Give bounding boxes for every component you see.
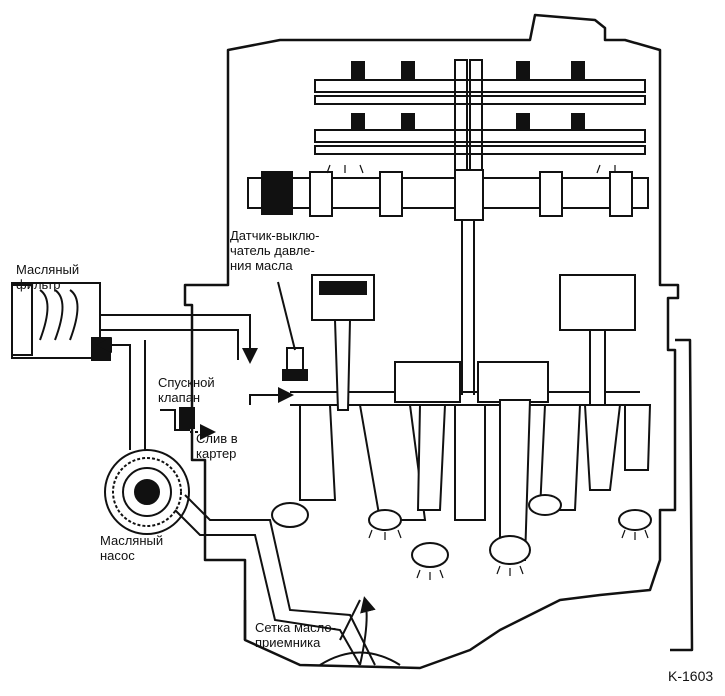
drain-to-sump-label: Слив в картер	[196, 431, 238, 461]
pressure-switch-label-line3: ния масла	[230, 258, 293, 273]
oil-filter	[11, 282, 111, 361]
crankshaft	[271, 399, 652, 568]
pressure-switch	[277, 281, 308, 381]
pressure-switch-label: Датчик-выклю- чатель давле- ния масла	[230, 228, 320, 273]
oil-intake-screen-label-line1: Сетка масло-	[255, 620, 336, 635]
oil-intake-screen-label-line2: приемника	[255, 635, 321, 650]
pressure-switch-label-line1: Датчик-выклю-	[230, 228, 320, 243]
oil-pump-label: Масляный насос	[100, 533, 163, 563]
oil-pump-label-line1: Масляный	[100, 533, 164, 548]
figure-code: K-1603	[668, 668, 714, 684]
oil-pump	[104, 449, 190, 535]
oil-intake-screen-label: Сетка масло- приемника	[255, 620, 336, 650]
engine-block-outline	[183, 13, 694, 670]
camshaft	[247, 169, 649, 221]
oil-lines	[96, 314, 376, 666]
drain-valve-label-line1: Спускной	[158, 375, 215, 390]
drain-to-sump-label-line1: Слив в	[196, 431, 238, 446]
valve-stubs	[351, 61, 585, 131]
oil-pump-label-line2: насос	[100, 548, 135, 563]
oil-filter-label-line2: фильтр	[16, 277, 61, 292]
drain-valve-label: Спускной клапан	[158, 375, 215, 405]
pressure-switch-label-line2: чатель давле-	[230, 243, 315, 258]
rocker-shaft-upper	[314, 59, 646, 181]
oil-drips	[326, 164, 649, 580]
vertical-oil-gallery	[461, 220, 475, 395]
drain-valve	[179, 407, 195, 429]
drain-to-sump-label-line2: картер	[196, 446, 237, 461]
drain-valve-label-line2: клапан	[158, 390, 201, 405]
oil-filter-label-line1: Масляный	[16, 262, 80, 277]
oil-filter-label: Масляный фильтр	[16, 262, 79, 292]
oil-intake-screen	[319, 599, 401, 666]
